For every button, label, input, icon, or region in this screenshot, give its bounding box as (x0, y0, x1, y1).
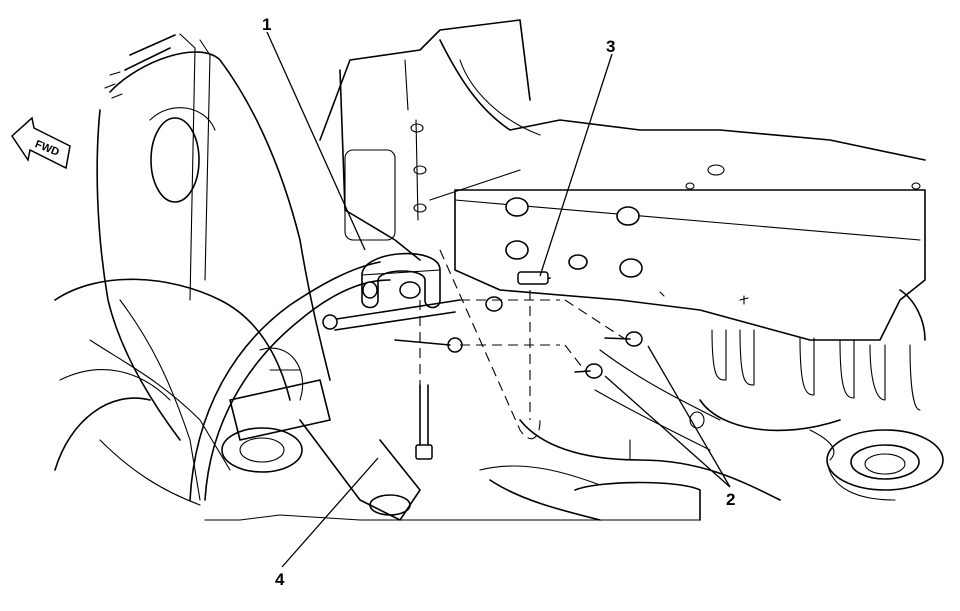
trailing-arm (189, 261, 421, 521)
floor-pan-ribs (699, 289, 926, 432)
callout-1: 1 (262, 15, 271, 34)
drawing-bottom-edge (204, 514, 701, 521)
fasteners (322, 271, 643, 460)
callout-leaders (266, 31, 731, 568)
crossmember-rail (454, 164, 926, 341)
center-pillar (319, 19, 926, 261)
callout-4: 4 (275, 570, 285, 589)
lower-floor (479, 349, 835, 521)
callout-2: 2 (726, 490, 735, 509)
u-bracket (361, 252, 441, 309)
forward-arrow-icon: FWD (11, 116, 71, 170)
installation-lines (419, 249, 626, 440)
left-quarter-panel (54, 33, 331, 506)
callout-3: 3 (606, 37, 615, 56)
spring-seat (826, 429, 944, 501)
